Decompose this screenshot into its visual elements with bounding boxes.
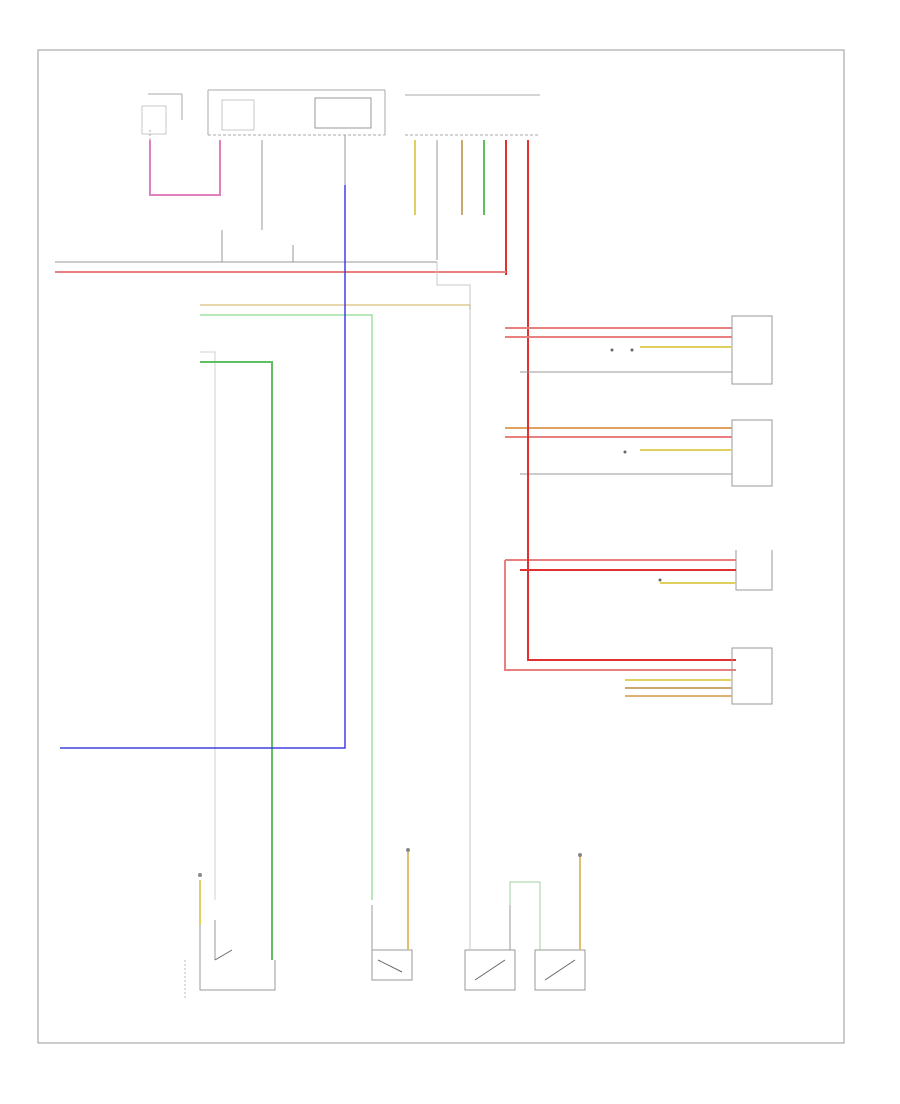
fuse-outputs (414, 140, 529, 375)
top-left-connector (141, 93, 183, 150)
blue-wire (60, 185, 346, 749)
green-wire-long (200, 314, 373, 900)
fuse-box (405, 94, 540, 136)
switch-3 (436, 262, 516, 991)
front-right-module (505, 419, 773, 487)
switch-2 (371, 848, 413, 981)
front-left-module (505, 315, 773, 385)
right-rear-module (625, 647, 773, 705)
switch-1 (198, 873, 276, 991)
switch-4 (509, 853, 586, 991)
junction-box (207, 89, 386, 136)
diagram-border (37, 49, 845, 1044)
light-wire (200, 351, 216, 900)
pink-wire (149, 140, 221, 196)
left-rear-module (504, 375, 773, 671)
green-wire (200, 361, 273, 900)
tan-wire (200, 304, 471, 310)
